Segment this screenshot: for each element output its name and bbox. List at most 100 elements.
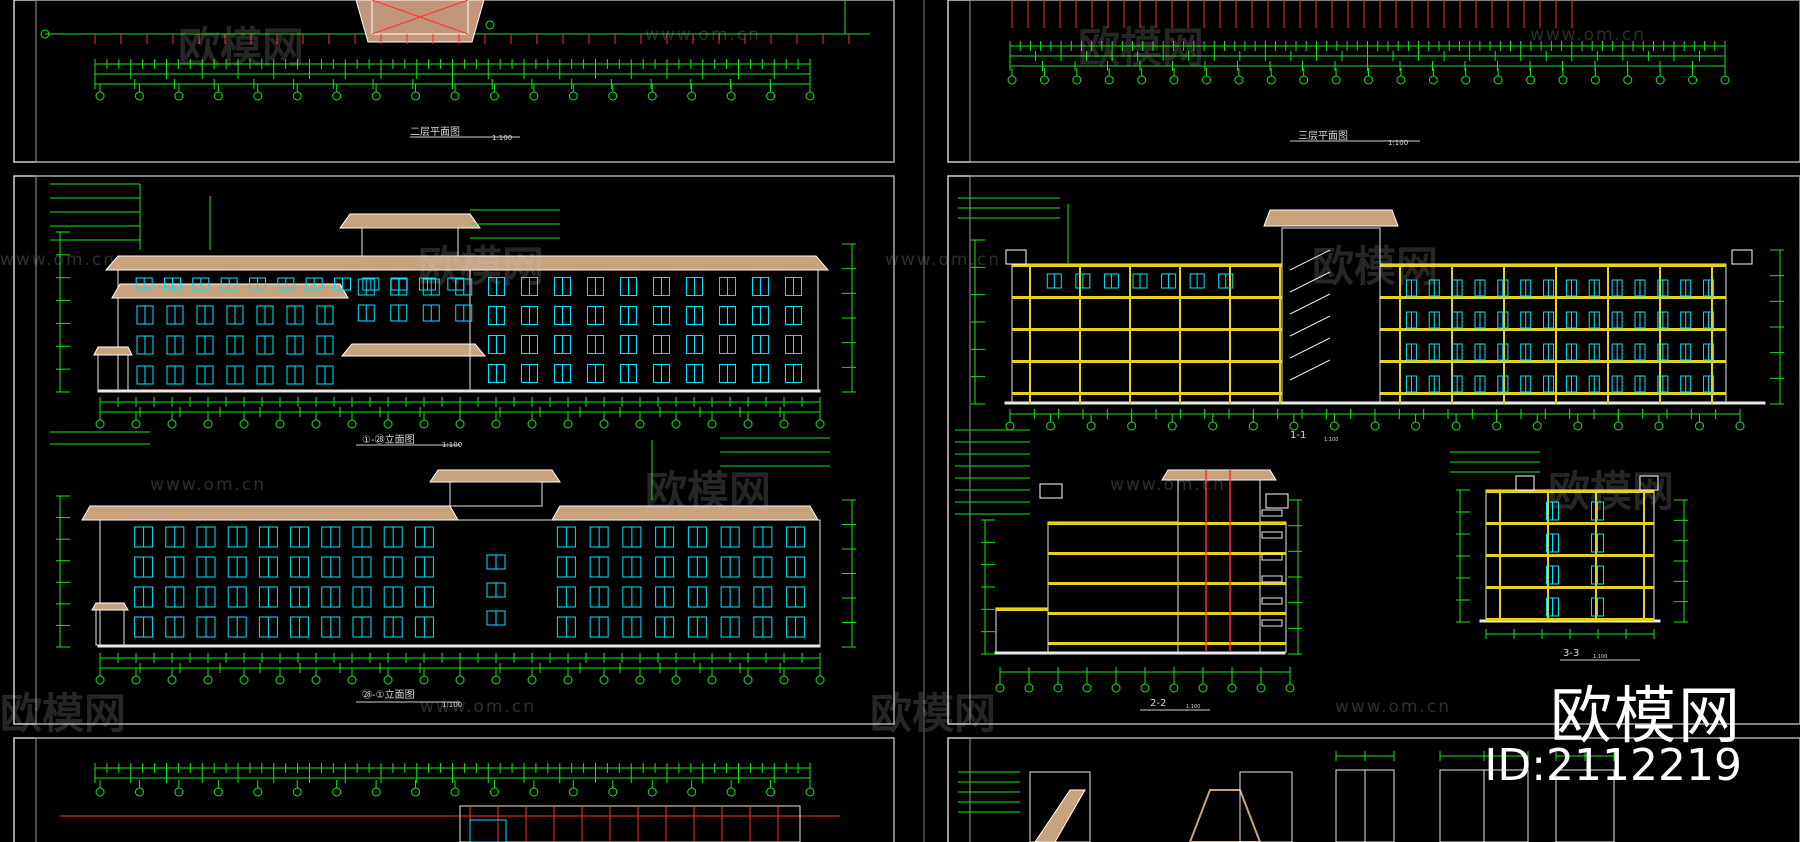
stair-flight: [1289, 315, 1331, 337]
axis-bubble: [1331, 75, 1341, 85]
axis-bubble: [1140, 683, 1150, 693]
stair-hall: [355, 0, 485, 43]
bottom-plan-drawing: [60, 763, 840, 842]
section-3-3-drawing: [1450, 451, 1688, 661]
floor-slab: [1380, 392, 1726, 395]
corridor-block: [1259, 521, 1287, 653]
tower-roof: [429, 469, 561, 483]
axis-bubble: [450, 91, 460, 101]
axis-bubble: [766, 91, 776, 101]
axis-bubble: [383, 675, 393, 685]
detail-frame: [1029, 771, 1091, 842]
axis-bubble: [671, 675, 681, 685]
axis-bubble: [275, 419, 285, 429]
axis-bubble: [815, 419, 825, 429]
axis-bubble: [1046, 421, 1056, 431]
section-block: [1047, 521, 1179, 653]
axis-bubble: [805, 787, 815, 797]
axis-bubble: [1428, 75, 1438, 85]
annex-wall: [97, 351, 129, 391]
stair-flight: [1289, 249, 1331, 271]
sheet-inner-frame: [35, 175, 895, 725]
axis-bubble: [253, 787, 263, 797]
floor-slab: [1486, 522, 1654, 525]
axis-bubble: [239, 675, 249, 685]
axis-bubble: [411, 787, 421, 797]
plan-2f-title: 二层平面图: [410, 126, 460, 138]
axis-bubble: [332, 787, 342, 797]
section-1-1-drawing: [958, 197, 1784, 431]
axis-bubble: [347, 419, 357, 429]
axis-bubble: [455, 419, 465, 429]
axis-bubble: [383, 419, 393, 429]
asset-id-label: ID:2112219: [1484, 740, 1742, 791]
axis-bubble: [527, 675, 537, 685]
axis-bubble: [1526, 75, 1536, 85]
axis-bubble: [95, 419, 105, 429]
floor-slab: [1486, 554, 1654, 557]
axis-bubble: [1573, 421, 1583, 431]
axis-bubble: [1364, 75, 1373, 85]
sheet-inner-frame: [969, 175, 1800, 725]
annex-block: [995, 607, 1049, 653]
axis-bubble: [707, 419, 717, 429]
axis-bubble: [203, 675, 213, 685]
elevation-a-drawing: [50, 183, 856, 446]
axis-bubble: [608, 91, 618, 101]
parapet: [1265, 493, 1289, 509]
axis-bubble: [1256, 683, 1266, 693]
axis-bubble: [203, 419, 213, 429]
axis-bubble: [635, 675, 645, 685]
annex-roof: [91, 602, 129, 611]
axis-bubble: [707, 675, 717, 685]
axis-bubble: [635, 419, 645, 429]
axis-bubble: [995, 683, 1005, 693]
floor-slab: [1012, 360, 1282, 363]
stair-tower: [1177, 469, 1261, 653]
stair-step: [1261, 531, 1283, 539]
elevation-b-drawing: [56, 437, 856, 703]
stair-flight: [1289, 293, 1331, 315]
plan-3f-title: 三层平面图: [1298, 130, 1348, 142]
section-3-3-scale: 1:100: [1593, 654, 1607, 660]
axis-bubble: [491, 419, 501, 429]
stair-flight: [1289, 359, 1331, 381]
axis-bubble: [253, 91, 263, 101]
stair-core: [469, 819, 507, 842]
elevation-a-scale: 1:100: [442, 441, 462, 449]
axis-bubble: [311, 419, 321, 429]
axis-bubble: [134, 787, 144, 797]
axis-bubble: [347, 675, 357, 685]
axis-bubble: [1461, 75, 1471, 85]
axis-bubble: [1492, 421, 1502, 431]
section-2-2-scale: 1:100: [1186, 704, 1200, 710]
axis-bubble: [1720, 75, 1730, 85]
axis-bubble: [311, 675, 321, 685]
axis-bubble: [1493, 75, 1503, 85]
entrance-roof: [340, 343, 487, 357]
sheet-inner-frame: [969, 0, 1800, 163]
parapet: [1731, 249, 1753, 265]
axis-bubble: [1072, 75, 1082, 85]
facade-outline: [99, 519, 821, 646]
axis-bubble: [1127, 421, 1137, 431]
axis-bubble: [371, 91, 381, 101]
parapet: [1039, 483, 1063, 499]
stair-step: [1261, 553, 1283, 561]
axis-bubble: [174, 91, 184, 101]
axis-bubble: [1201, 75, 1211, 85]
section-block-right: [1379, 263, 1727, 405]
axis-bubble: [95, 91, 105, 101]
plan-wall: [459, 805, 801, 842]
floor-slab: [1048, 642, 1286, 645]
door-detail: [1555, 769, 1615, 842]
axis-bubble: [563, 675, 573, 685]
stair-flight: [1289, 271, 1331, 293]
axis-bubble: [1370, 421, 1380, 431]
detail-frame: [1239, 771, 1293, 842]
sheet-inner-frame: [35, 0, 895, 163]
floor-slab: [1048, 522, 1286, 525]
detail-cornice: [1188, 789, 1262, 842]
floor-slab: [1012, 264, 1282, 267]
sheet-frame: [947, 175, 1800, 725]
